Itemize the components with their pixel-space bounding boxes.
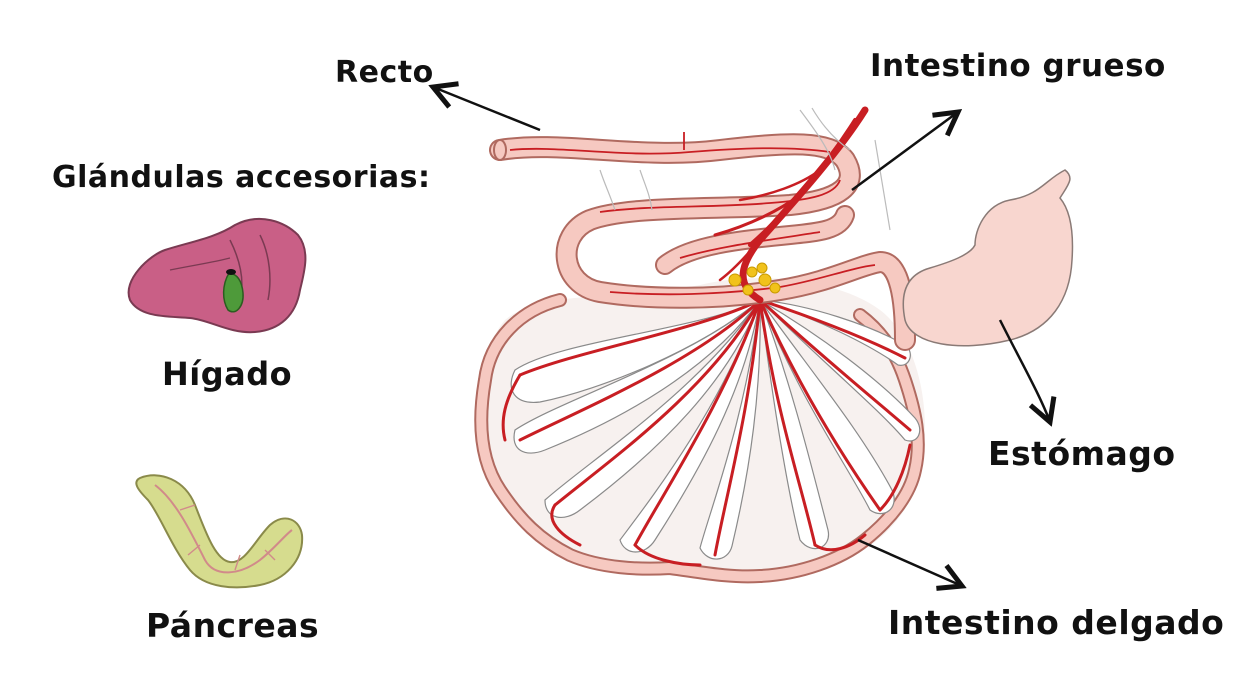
- label-higado: Hígado: [162, 355, 293, 393]
- stomach: [902, 169, 1074, 347]
- arrow-intestino-grueso: [851, 112, 958, 192]
- label-estomago: Estómago: [988, 434, 1176, 473]
- main-artery: [713, 106, 869, 304]
- mesenteric-vessels: [501, 298, 912, 567]
- fascia-lines: [599, 107, 891, 231]
- rectum-opening: [493, 139, 507, 161]
- label-intestino-delgado: Intestino delgado: [888, 603, 1225, 642]
- arrow-recto: [433, 87, 541, 132]
- label-intestino-grueso: Intestino grueso: [870, 48, 1166, 84]
- colon-vessels: [509, 132, 876, 296]
- arrow-intestino-delgado: [857, 538, 962, 586]
- liver-icon: [127, 217, 307, 334]
- lymph-nodes: [728, 262, 781, 296]
- label-recto: Recto: [335, 55, 434, 90]
- label-arrows: [433, 87, 1050, 586]
- large-intestine: [489, 133, 916, 351]
- bile-duct-opening: [226, 269, 236, 275]
- pancreas-icon: [135, 474, 304, 589]
- arrow-estomago: [998, 319, 1050, 422]
- label-pancreas: Páncreas: [146, 606, 320, 645]
- label-glandulas-accesorias: Glándulas accesorias:: [52, 160, 431, 195]
- gallbladder-icon: [222, 272, 244, 313]
